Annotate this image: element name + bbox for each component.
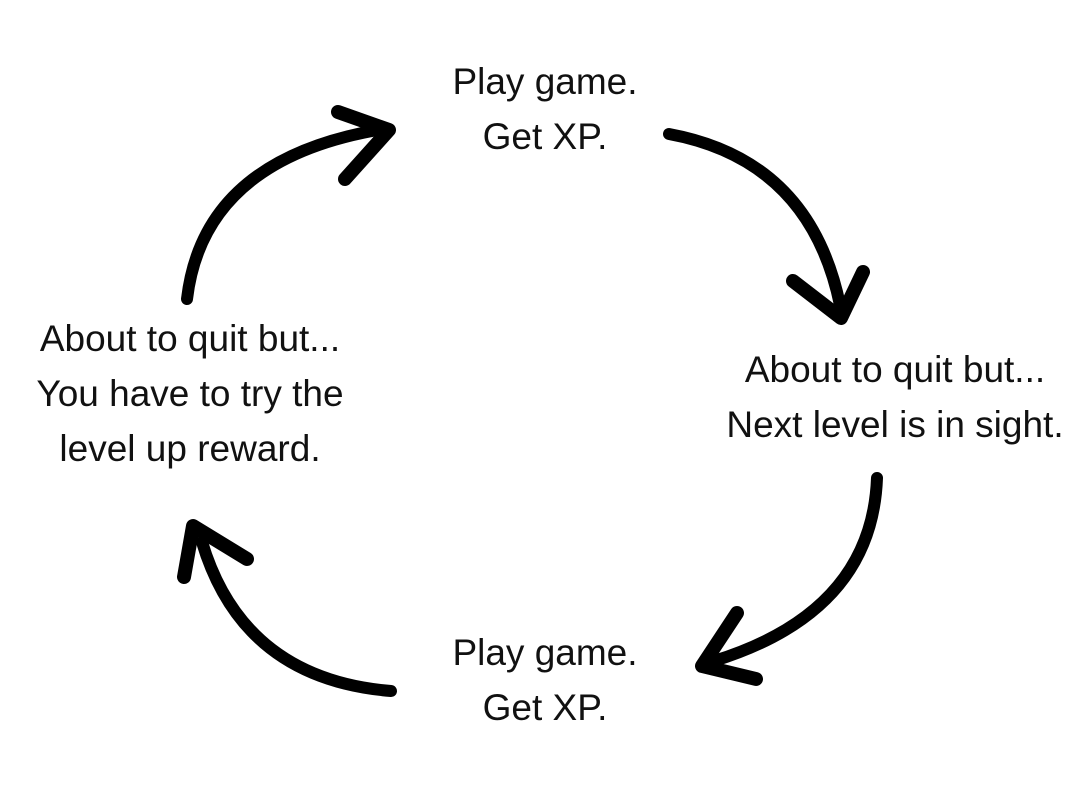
node-bottom-play-game: Play game. Get XP. <box>452 625 637 735</box>
node-line: About to quit but... <box>39 318 341 359</box>
node-line: Get XP. <box>482 116 608 157</box>
node-line: Get XP. <box>482 687 608 728</box>
arrow-left-to-top-icon <box>181 105 396 305</box>
arrow-bottom-to-left-icon <box>177 519 397 697</box>
node-top-play-game: Play game. Get XP. <box>452 54 637 164</box>
node-right-next-level: About to quit but... Next level is in si… <box>726 342 1063 452</box>
node-line: About to quit but... <box>744 349 1046 390</box>
arrow-right-to-bottom-icon <box>695 472 883 686</box>
arrow-top-to-right-icon <box>663 128 870 325</box>
node-line: Play game. <box>452 632 638 673</box>
node-line: Play game. <box>452 61 638 102</box>
node-line: You have to try the <box>36 373 344 414</box>
node-line: Next level is in sight. <box>726 404 1064 445</box>
node-line: level up reward. <box>59 428 321 469</box>
node-left-level-up-reward: About to quit but... You have to try the… <box>36 311 343 476</box>
